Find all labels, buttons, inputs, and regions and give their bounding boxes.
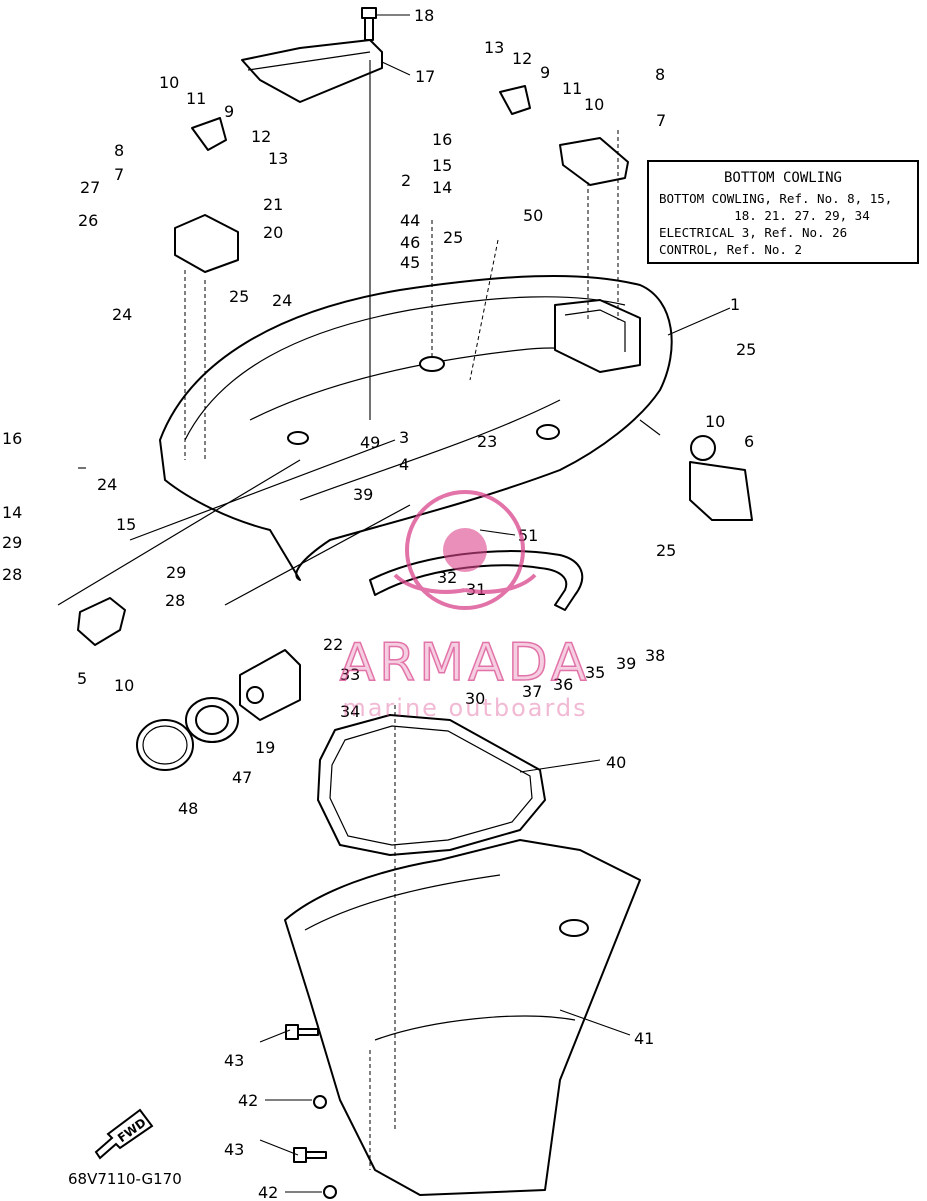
- callout-31: 31: [466, 580, 486, 599]
- callout-43: 43: [224, 1140, 244, 1159]
- legend-box: BOTTOM COWLING BOTTOM COWLING, Ref. No. …: [647, 160, 919, 264]
- callout-5: 5: [77, 669, 87, 688]
- callout-6: 6: [744, 432, 754, 451]
- callout-27: 27: [80, 178, 100, 197]
- callout-42: 42: [258, 1183, 278, 1201]
- callout-25: 25: [229, 287, 249, 306]
- part-6-bracket: [689, 435, 753, 521]
- callout-49: 49: [360, 433, 380, 452]
- callout-3: 3: [399, 428, 409, 447]
- part-41-lower-apron: [284, 839, 641, 1196]
- callout-25: 25: [736, 340, 756, 359]
- callout-28: 28: [2, 565, 22, 584]
- callout-7: 7: [656, 111, 666, 130]
- legend-line: 18. 21. 27. 29, 34: [659, 208, 870, 223]
- callout-29: 29: [166, 563, 186, 582]
- callout-10: 10: [584, 95, 604, 114]
- callout-35: 35: [585, 663, 605, 682]
- callout-19: 19: [255, 738, 275, 757]
- callout-7: 7: [114, 165, 124, 184]
- armada-watermark: ARMADA marine outboards: [339, 490, 591, 722]
- callout-37: 37: [522, 682, 542, 701]
- callout-30: 30: [465, 689, 485, 708]
- callout-15: 15: [432, 156, 452, 175]
- callout-46: 46: [400, 233, 420, 252]
- callout-10: 10: [159, 73, 179, 92]
- callout-18: 18: [414, 6, 434, 25]
- callout-44: 44: [400, 211, 420, 230]
- callout-20: 20: [263, 223, 283, 242]
- callout-12: 12: [251, 127, 271, 146]
- part-42-43-hardware: [285, 1024, 337, 1199]
- callout-14: 14: [2, 503, 22, 522]
- legend-title: BOTTOM COWLING: [723, 170, 842, 186]
- callout-40: 40: [606, 753, 626, 772]
- callout-10: 10: [114, 676, 134, 695]
- callout-25: 25: [443, 228, 463, 247]
- callout-8: 8: [114, 141, 124, 160]
- callout-4: 4: [399, 455, 409, 474]
- watermark-brand: ARMADA: [340, 633, 591, 693]
- fwd-arrow-icon: FWD: [94, 1108, 154, 1160]
- callout-11: 11: [186, 89, 206, 108]
- callout-1: 1: [730, 295, 740, 314]
- callout-36: 36: [553, 675, 573, 694]
- callout-32: 32: [437, 568, 457, 587]
- callout-42: 42: [238, 1091, 258, 1110]
- callout-2: 2: [401, 171, 411, 190]
- part-40-seal: [317, 714, 546, 856]
- part-17-cover: [241, 39, 383, 103]
- callout-43: 43: [224, 1051, 244, 1070]
- callout-15: 15: [116, 515, 136, 534]
- part-47-grommet: [185, 697, 239, 743]
- callout-13: 13: [484, 38, 504, 57]
- callout-9: 9: [224, 102, 234, 121]
- callout-14: 14: [432, 178, 452, 197]
- part-1-bottom-cowling: [159, 274, 673, 581]
- callout-47: 47: [232, 768, 252, 787]
- part-18-bolt: [361, 7, 377, 41]
- callout-16: 16: [432, 130, 452, 149]
- callout-24: 24: [97, 475, 117, 494]
- diagram-code: 68V7110-G170: [68, 1170, 182, 1188]
- callout-23: 23: [477, 432, 497, 451]
- watermark-tagline: marine outboards: [342, 694, 587, 722]
- callout-26: 26: [78, 211, 98, 230]
- legend-line: BOTTOM COWLING, Ref. No. 8, 15,: [659, 191, 893, 206]
- callout-41: 41: [634, 1029, 654, 1048]
- legend-line: ELECTRICAL 3, Ref. No. 26: [659, 225, 848, 240]
- callout-39: 39: [353, 485, 373, 504]
- callout-24: 24: [272, 291, 292, 310]
- callout-22: 22: [323, 635, 343, 654]
- callout-25: 25: [656, 541, 676, 560]
- callout-12: 12: [512, 49, 532, 68]
- part-7-9-brackets: [174, 85, 629, 273]
- callout-13: 13: [268, 149, 288, 168]
- callout-38: 38: [645, 646, 665, 665]
- callout-16: 16: [2, 429, 22, 448]
- callout-45: 45: [400, 253, 420, 272]
- callout-48: 48: [178, 799, 198, 818]
- callout-numbers: 18 17 13 12 9 11 10 8 7 16 15 14 2 44 46…: [2, 6, 756, 1201]
- leader-lines: [57, 14, 731, 1193]
- callout-28: 28: [165, 591, 185, 610]
- callout-34: 34: [340, 702, 360, 721]
- callout-50: 50: [523, 206, 543, 225]
- part-19-connector: [239, 649, 301, 721]
- callout-9: 9: [540, 63, 550, 82]
- callout-21: 21: [263, 195, 283, 214]
- callout-39: 39: [616, 654, 636, 673]
- part-48-band: [136, 719, 194, 771]
- callout-8: 8: [655, 65, 665, 84]
- callout-10: 10: [705, 412, 725, 431]
- callout-17: 17: [415, 67, 435, 86]
- callout-33: 33: [340, 665, 360, 684]
- legend-line: CONTROL, Ref. No. 2: [659, 242, 802, 257]
- part-5-lever: [77, 597, 126, 646]
- callout-11: 11: [562, 79, 582, 98]
- callout-29: 29: [2, 533, 22, 552]
- callout-24: 24: [112, 305, 132, 324]
